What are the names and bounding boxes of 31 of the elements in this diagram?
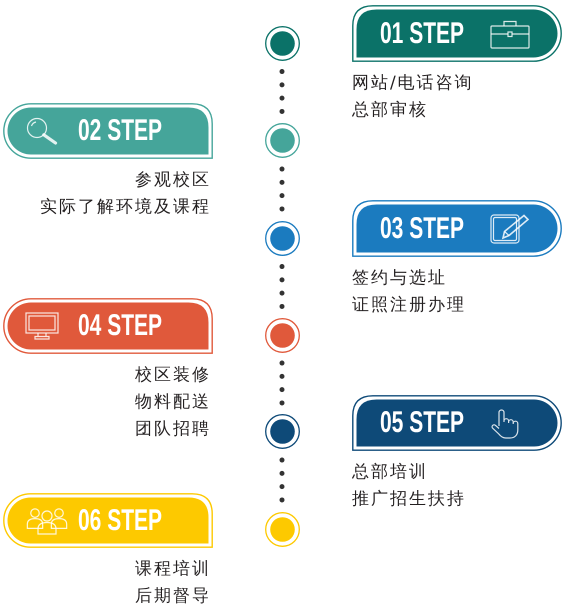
step-note: 实际了解环境及课程 [40,196,211,219]
step-tab [3,103,213,159]
step-note: 签约与选址 [352,267,447,290]
step-note: 证照注册办理 [352,294,466,317]
step-note: 参观校区 [135,169,211,192]
step-tab [352,5,562,62]
timeline-circle [264,220,300,256]
step-label: 04 STEP [78,311,162,341]
step-label: 01 STEP [380,18,464,48]
step-note: 校区装修 [135,364,211,387]
step-label: 02 STEP [78,116,162,146]
step-note: 总部审核 [352,99,428,122]
step-tab [3,298,213,354]
step-note: 课程培训 [135,558,211,581]
timeline-circle [264,512,300,546]
timeline-circle [264,318,300,352]
step-label: 06 STEP [78,506,162,536]
step-note: 网站/电话咨询 [352,72,474,95]
step-label: 05 STEP [380,408,464,438]
step-tab [3,493,213,548]
step-note: 团队招聘 [135,418,211,441]
step-label: 03 STEP [380,214,464,244]
step-note: 总部培训 [352,461,428,484]
step-note: 推广招生扶持 [352,488,466,511]
step-note: 物料配送 [135,391,211,414]
step-tab [352,395,562,451]
step-note: 后期督导 [135,585,211,608]
timeline-circle [264,122,300,158]
step-tab [352,200,562,257]
timeline-circle [264,414,300,448]
timeline-circle [264,26,300,60]
